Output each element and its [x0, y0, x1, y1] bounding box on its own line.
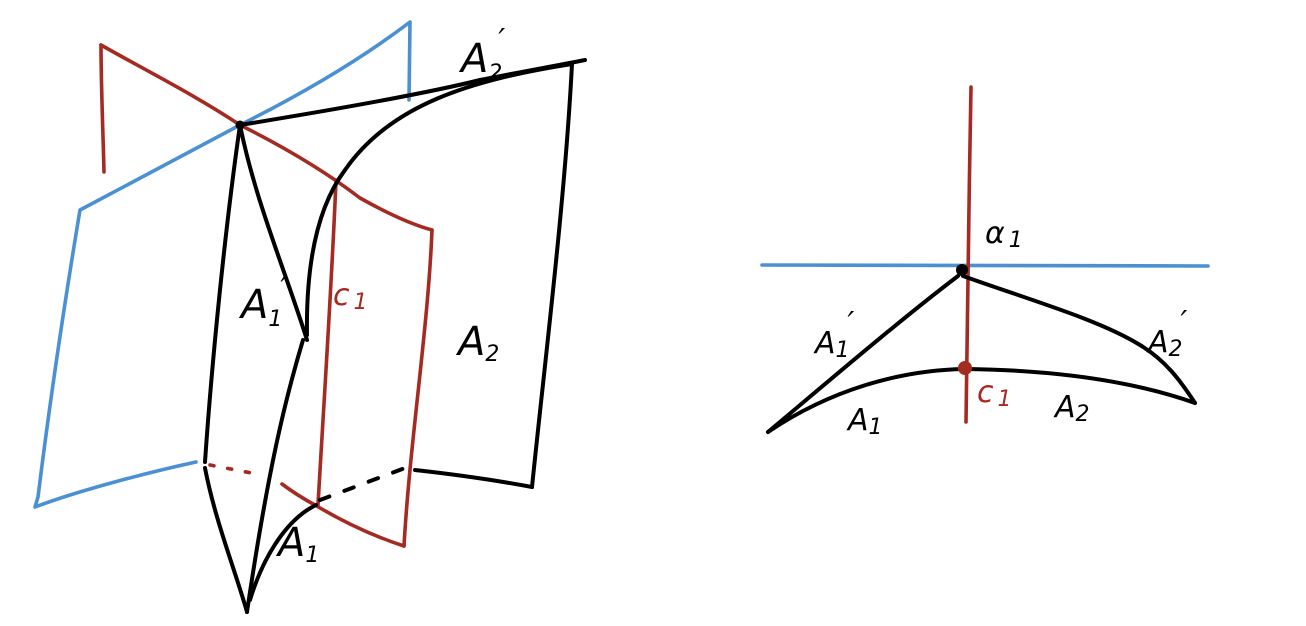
- left-black-surfaces: [203, 58, 587, 614]
- c1-point: [958, 361, 972, 375]
- left-vertex-point: [235, 120, 245, 130]
- a2-bottom-edge: [413, 468, 534, 489]
- right-curve-a2-prime: [961, 274, 1197, 405]
- red-plane-hidden-edge: [208, 463, 264, 477]
- red-plane-right-edge: [402, 228, 434, 548]
- blue-plane-outline: [33, 20, 412, 509]
- a1-left-fold-edge: [203, 466, 249, 614]
- left-label-a1-prime: A1′: [238, 271, 287, 332]
- left-label-a2-prime: A2′: [458, 23, 505, 86]
- right-curve-a1-prime: [766, 274, 960, 434]
- a1-prime-right-edge: [238, 123, 309, 342]
- left-blue-plane: [33, 20, 412, 509]
- a2-prime-fold-curve: [304, 62, 574, 337]
- red-plane-left-edge: [99, 43, 106, 174]
- right-red-line: [964, 85, 973, 424]
- left-label-a2: A2: [455, 319, 499, 367]
- left-label-a1: A1: [275, 520, 319, 568]
- alpha1-point: [956, 264, 968, 276]
- right-label-a1: A1: [846, 403, 883, 440]
- right-label-a1-prime: A1′: [813, 306, 855, 363]
- a2-hidden-edge: [318, 466, 407, 502]
- a2-right-edge: [530, 62, 574, 489]
- a1-prime-left-edge: [203, 123, 242, 464]
- c1-curve-left: [316, 178, 338, 507]
- right-blue-line: [760, 263, 1210, 268]
- right-label-a2: A2: [1053, 390, 1090, 427]
- red-plane-top-edge: [99, 43, 434, 232]
- right-label-a2-prime: A2′: [1146, 305, 1188, 362]
- a1-front-curve: [248, 503, 318, 602]
- a1-inner-edge: [245, 338, 305, 614]
